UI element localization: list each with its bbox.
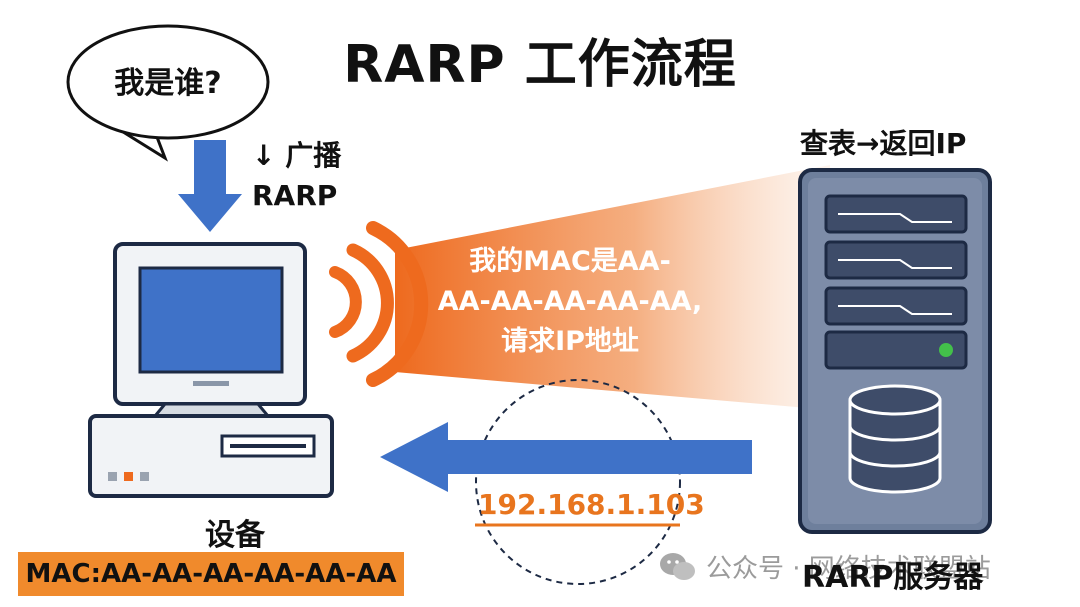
request-line2: AA-AA-AA-AA-AA, bbox=[437, 286, 703, 317]
server-tower-icon bbox=[798, 168, 992, 534]
broadcast-label-line1: ↓ 广播 bbox=[252, 139, 342, 172]
thought-bubble-text: 我是谁? bbox=[114, 66, 222, 101]
signal-waves-icon bbox=[329, 221, 429, 387]
server-label: RARP服务器 bbox=[802, 560, 984, 595]
watermark: 公众号 · 网络技术联盟站 bbox=[658, 548, 991, 585]
drive-bay bbox=[824, 286, 968, 326]
request-line3: 请求IP地址 bbox=[501, 326, 639, 357]
ip-highlight-circle bbox=[475, 379, 681, 585]
drive-bay bbox=[824, 240, 968, 280]
wechat-icon bbox=[660, 552, 695, 580]
device-mac-label: MAC:AA-AA-AA-AA-AA-AA bbox=[18, 552, 404, 596]
thought-bubble-icon bbox=[66, 24, 270, 162]
computer-icon bbox=[88, 242, 334, 498]
broadcast-label-line2: RARP bbox=[252, 179, 338, 212]
drive-bay bbox=[824, 194, 968, 234]
watermark-text: 公众号 · 网络技术联盟站 bbox=[706, 554, 991, 584]
diagram-title: RARP 工作流程 bbox=[343, 35, 737, 95]
lookup-label: 查表→返回IP bbox=[800, 127, 967, 160]
request-message: 我的MAC是AA- AA-AA-AA-AA-AA, 请求IP地址 bbox=[420, 242, 720, 362]
device-label: 设备 bbox=[205, 518, 265, 553]
broadcast-down-arrow bbox=[178, 140, 242, 232]
broadcast-label: ↓ 广播 RARP bbox=[252, 136, 341, 216]
status-led bbox=[939, 343, 953, 357]
database-icon bbox=[848, 384, 942, 494]
request-line1: 我的MAC是AA- bbox=[469, 246, 671, 277]
reply-arrow bbox=[380, 422, 752, 492]
request-beam bbox=[395, 165, 830, 410]
reply-ip-address: 192.168.1.103 bbox=[478, 488, 705, 521]
